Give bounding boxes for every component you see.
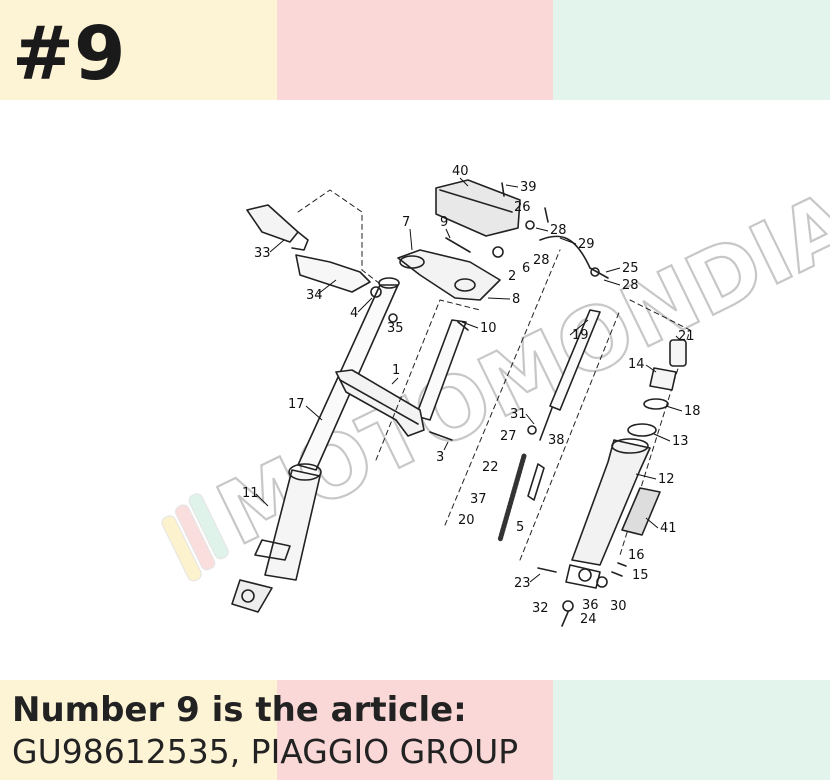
callout-37: 37 bbox=[470, 492, 487, 507]
callout-27: 27 bbox=[500, 429, 517, 444]
exploded-parts-diagram: MOTOMONDIA bbox=[161, 164, 830, 627]
callout-41: 41 bbox=[660, 521, 677, 536]
page-title: #9 bbox=[12, 11, 126, 97]
callout-24: 24 bbox=[580, 612, 597, 627]
callout-7: 7 bbox=[402, 215, 410, 230]
band-mint bbox=[553, 0, 830, 100]
caption-band bbox=[0, 680, 830, 780]
callout-28b: 28 bbox=[533, 253, 550, 268]
callout-29: 29 bbox=[578, 237, 595, 252]
band-mint bbox=[553, 680, 830, 780]
callout-31: 31 bbox=[510, 407, 527, 422]
callout-28: 28 bbox=[550, 223, 567, 238]
caption-part-number: GU98612535, PIAGGIO GROUP bbox=[12, 732, 519, 771]
callout-25: 25 bbox=[622, 261, 639, 276]
header-band bbox=[0, 0, 830, 100]
callout-39: 39 bbox=[520, 180, 537, 195]
callout-40: 40 bbox=[452, 164, 469, 179]
callout-19: 19 bbox=[572, 328, 589, 343]
callout-21: 21 bbox=[678, 329, 695, 344]
callout-14: 14 bbox=[628, 357, 645, 372]
callout-30: 30 bbox=[610, 599, 627, 614]
callout-6: 6 bbox=[522, 261, 530, 276]
callout-4: 4 bbox=[350, 306, 358, 321]
callout-32: 32 bbox=[532, 601, 549, 616]
callout-38: 38 bbox=[548, 433, 565, 448]
callout-3: 3 bbox=[436, 450, 444, 465]
callout-12: 12 bbox=[658, 472, 675, 487]
callout-15: 15 bbox=[632, 568, 649, 583]
callout-1: 1 bbox=[392, 363, 400, 378]
band-pink bbox=[277, 680, 553, 780]
caption-heading: Number 9 is the article: bbox=[12, 690, 467, 730]
callout-23: 23 bbox=[514, 576, 531, 591]
parts-line-art bbox=[231, 179, 691, 627]
callout-36: 36 bbox=[582, 598, 599, 613]
callout-5: 5 bbox=[516, 520, 524, 535]
callout-20: 20 bbox=[458, 513, 475, 528]
callout-26: 26 bbox=[514, 200, 531, 215]
band-yellow bbox=[0, 680, 277, 780]
callout-11: 11 bbox=[242, 486, 259, 501]
callout-8: 8 bbox=[512, 292, 520, 307]
part-callouts: 40 39 26 7 9 28 29 33 2 6 28 25 28 34 8 … bbox=[242, 164, 701, 627]
callout-9: 9 bbox=[440, 215, 448, 230]
callout-10: 10 bbox=[480, 321, 497, 336]
callout-33: 33 bbox=[254, 246, 271, 261]
band-yellow bbox=[0, 0, 277, 100]
leader-lines bbox=[255, 177, 683, 583]
callout-13: 13 bbox=[672, 434, 689, 449]
callout-28c: 28 bbox=[622, 278, 639, 293]
callout-17: 17 bbox=[288, 397, 305, 412]
callout-18: 18 bbox=[684, 404, 701, 419]
callout-2: 2 bbox=[508, 269, 516, 284]
callout-35: 35 bbox=[387, 321, 404, 336]
callout-22: 22 bbox=[482, 460, 499, 475]
callout-16: 16 bbox=[628, 548, 645, 563]
band-pink bbox=[277, 0, 553, 100]
callout-34: 34 bbox=[306, 288, 323, 303]
